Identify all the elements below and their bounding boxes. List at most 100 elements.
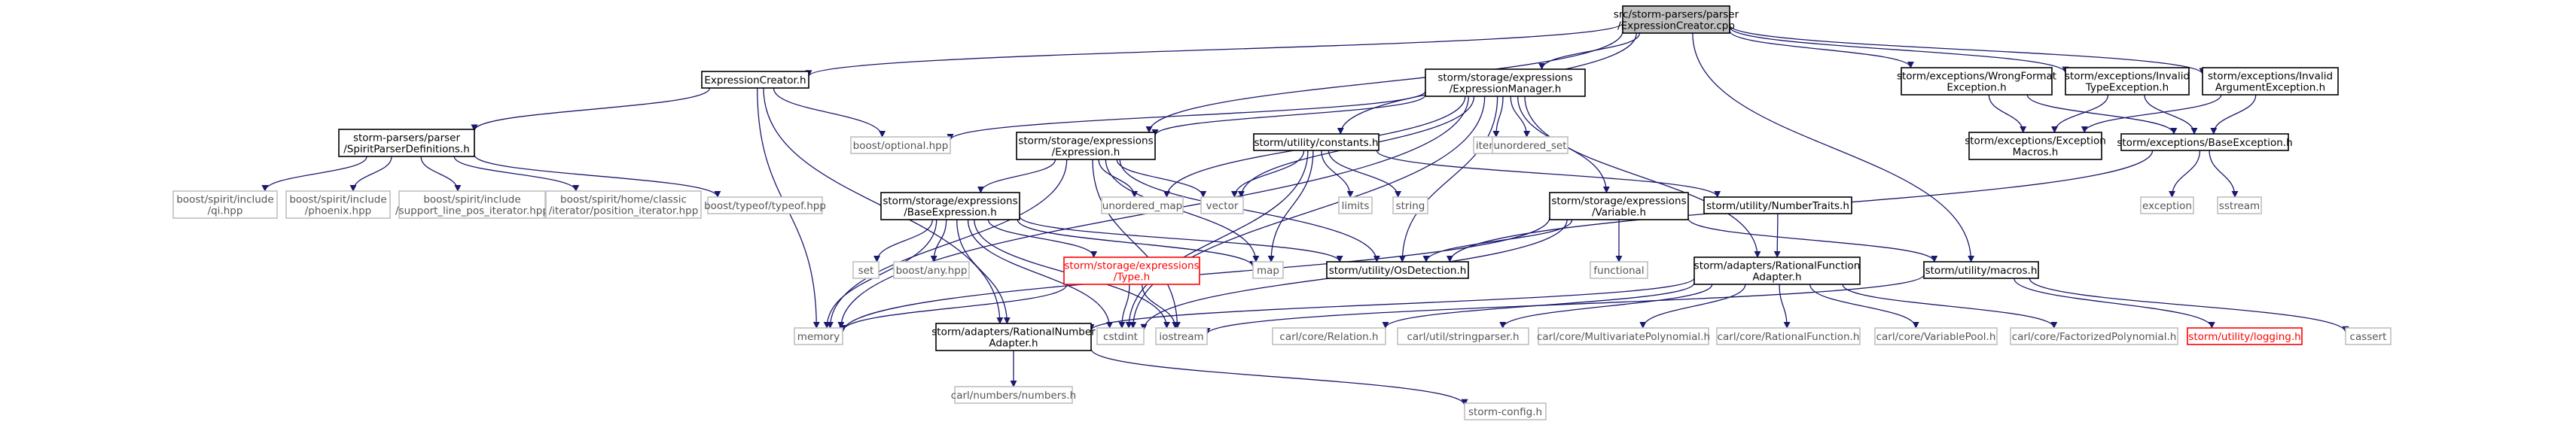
edge-rationalnumberadapter_h-to-storm_config <box>1090 348 1468 406</box>
edge-baseexpression_h-to-set <box>873 219 933 263</box>
node-box <box>1549 192 1689 220</box>
node-numbertraits-h[interactable]: storm/utility/NumberTraits.h <box>1703 196 1852 214</box>
node-label: /iterator/position_iterator.hpp <box>549 205 699 217</box>
node-macros-h[interactable]: storm/utility/macros.h <box>1923 261 2039 279</box>
node-label: limits <box>1342 200 1370 212</box>
node-baseexception-h[interactable]: storm/exceptions/BaseException.h <box>2117 133 2293 151</box>
node-box <box>1693 256 1861 285</box>
node-label: /qi.hpp <box>208 205 243 217</box>
node-box <box>1096 327 1145 345</box>
node-box <box>1252 261 1284 279</box>
node-label: Exception.h <box>1946 82 2006 94</box>
edge-type_h-to-iostream <box>1142 284 1179 329</box>
node-label: storm/storage/expressions <box>1018 135 1153 147</box>
node-carl-rationalfunction: carl/core/RationalFunction.h <box>1716 327 1861 345</box>
edge-wrongformat_h-to-exceptionmacros_h <box>1988 94 2027 133</box>
node-type-h[interactable]: storm/storage/expressions/Type.h <box>1063 256 1200 285</box>
node-label: sstream <box>2219 200 2260 212</box>
node-label: set <box>858 265 874 277</box>
node-spirit-support: boost/spirit/include/support_line_pos_it… <box>395 190 549 219</box>
edge-rationalfunctionadapter_h-to-carl_variablepool <box>1809 284 1919 329</box>
node-carl-relation: carl/core/Relation.h <box>1272 327 1386 345</box>
node-label: string <box>1396 200 1425 212</box>
node-label: boost/optional.hpp <box>853 140 949 152</box>
edge-baseexpression_h-to-osdetection_h <box>1019 215 1343 263</box>
node-iostream: iostream <box>1155 327 1208 345</box>
node-label: carl/core/Relation.h <box>1279 331 1378 343</box>
node-box <box>794 327 843 345</box>
node-label: storm/utility/logging.h <box>2188 331 2300 343</box>
node-label: iostream <box>1159 331 1203 343</box>
node-box <box>2140 196 2194 214</box>
edge-invalidtype_h-to-baseexception_h <box>2144 94 2198 135</box>
node-spirit-qi: boost/spirit/include/qi.hpp <box>172 190 278 219</box>
node-label: carl/numbers/numbers.h <box>951 390 1076 402</box>
node-set: set <box>852 261 879 279</box>
node-box <box>701 71 809 89</box>
edge-expressionmanager_h-to-osdetection_h <box>1398 96 1498 263</box>
node-functional: functional <box>1590 261 1648 279</box>
edge-constants_h-to-map <box>1267 150 1314 263</box>
edge-spiritparserdefinitions_h-to-spirit_position <box>453 156 580 192</box>
node-label: storm/storage/expressions <box>883 196 1017 208</box>
node-label: src/storm-parsers/parser <box>1614 9 1739 21</box>
node-osdetection-h[interactable]: storm/utility/OsDetection.h <box>1326 261 1469 279</box>
edge-rationalfunctionadapter_h-to-carl_factorized <box>1842 284 2058 329</box>
node-root[interactable]: src/storm-parsers/parser/ExpressionCreat… <box>1614 5 1739 34</box>
edge-root-to-expressioncreator_h <box>805 23 1623 77</box>
node-box <box>1901 67 2053 96</box>
node-label: storm/exceptions/BaseException.h <box>2117 137 2292 149</box>
node-variable-h[interactable]: storm/storage/expressions/Variable.h <box>1549 192 1689 220</box>
node-box <box>1392 196 1428 214</box>
node-box <box>1326 261 1469 279</box>
edge-baseexpression_h-to-type_h <box>987 219 1098 258</box>
node-boost-optional: boost/optional.hpp <box>850 136 951 154</box>
node-label: ExpressionCreator.h <box>704 74 806 87</box>
node-logging-h[interactable]: storm/utility/logging.h <box>2187 327 2303 345</box>
node-label: cstdint <box>1103 331 1138 343</box>
node-boost-typeof: boost/typeof/typeof.hpp <box>704 196 826 214</box>
edge-type_h-to-memory <box>839 284 1068 332</box>
node-label: /BaseExpression.h <box>904 207 997 219</box>
node-carl-numbers: carl/numbers/numbers.h <box>951 386 1076 404</box>
node-expressioncreator-h[interactable]: ExpressionCreator.h <box>701 71 809 89</box>
edge-rationalfunctionadapter_h-to-carl_rationalfunction <box>1779 284 1791 329</box>
node-label: Adapter.h <box>989 338 1038 350</box>
node-expressionmanager-h[interactable]: storm/storage/expressions/ExpressionMana… <box>1425 68 1586 97</box>
node-box <box>1923 261 2039 279</box>
node-invalidargument-h[interactable]: storm/exceptions/InvalidArgumentExceptio… <box>2202 67 2339 96</box>
node-box <box>545 190 702 219</box>
node-label: storm/exceptions/WrongFormat <box>1897 71 2056 83</box>
node-label: /Variable.h <box>1592 207 1646 219</box>
edge-numbertraits_h-to-rationalfunctionadapter_h <box>1773 213 1781 258</box>
node-label: cassert <box>2350 331 2387 343</box>
node-string: string <box>1392 196 1428 214</box>
node-label: unordered_map <box>1102 200 1182 212</box>
node-sstream: sstream <box>2217 196 2262 214</box>
node-box <box>1968 132 2102 160</box>
edge-variable_h-to-macros_h <box>1687 218 1938 263</box>
node-expression-h[interactable]: storm/storage/expressions/Expression.h <box>1016 132 1156 160</box>
node-box <box>852 261 879 279</box>
nodes-layer: src/storm-parsers/parser/ExpressionCreat… <box>172 5 2392 420</box>
node-label: storm/utility/macros.h <box>1925 265 2038 277</box>
edge-expressionmanager_h-to-unordered_set <box>1510 96 1531 138</box>
edges-layer <box>261 23 2349 406</box>
edge-rationalfunctionadapter_h-to-rationalnumberadapter_h <box>1087 277 1695 332</box>
edge-invalidargument_h-to-baseexception_h <box>2210 94 2257 135</box>
node-box <box>2065 67 2190 96</box>
node-box <box>2187 327 2303 345</box>
node-label: exception <box>2142 200 2192 212</box>
node-baseexpression-h[interactable]: storm/storage/expressions/BaseExpression… <box>880 192 1020 220</box>
node-label: boost/spirit/include <box>423 194 520 206</box>
node-label: /ExpressionManager.h <box>1450 83 1562 96</box>
node-spiritparserdefinitions-h[interactable]: storm-parsers/parser/SpiritParserDefinit… <box>338 129 475 157</box>
edge-expressioncreator_h-to-boost_optional <box>773 87 886 138</box>
node-constants-h[interactable]: storm/utility/constants.h <box>1253 133 1379 151</box>
